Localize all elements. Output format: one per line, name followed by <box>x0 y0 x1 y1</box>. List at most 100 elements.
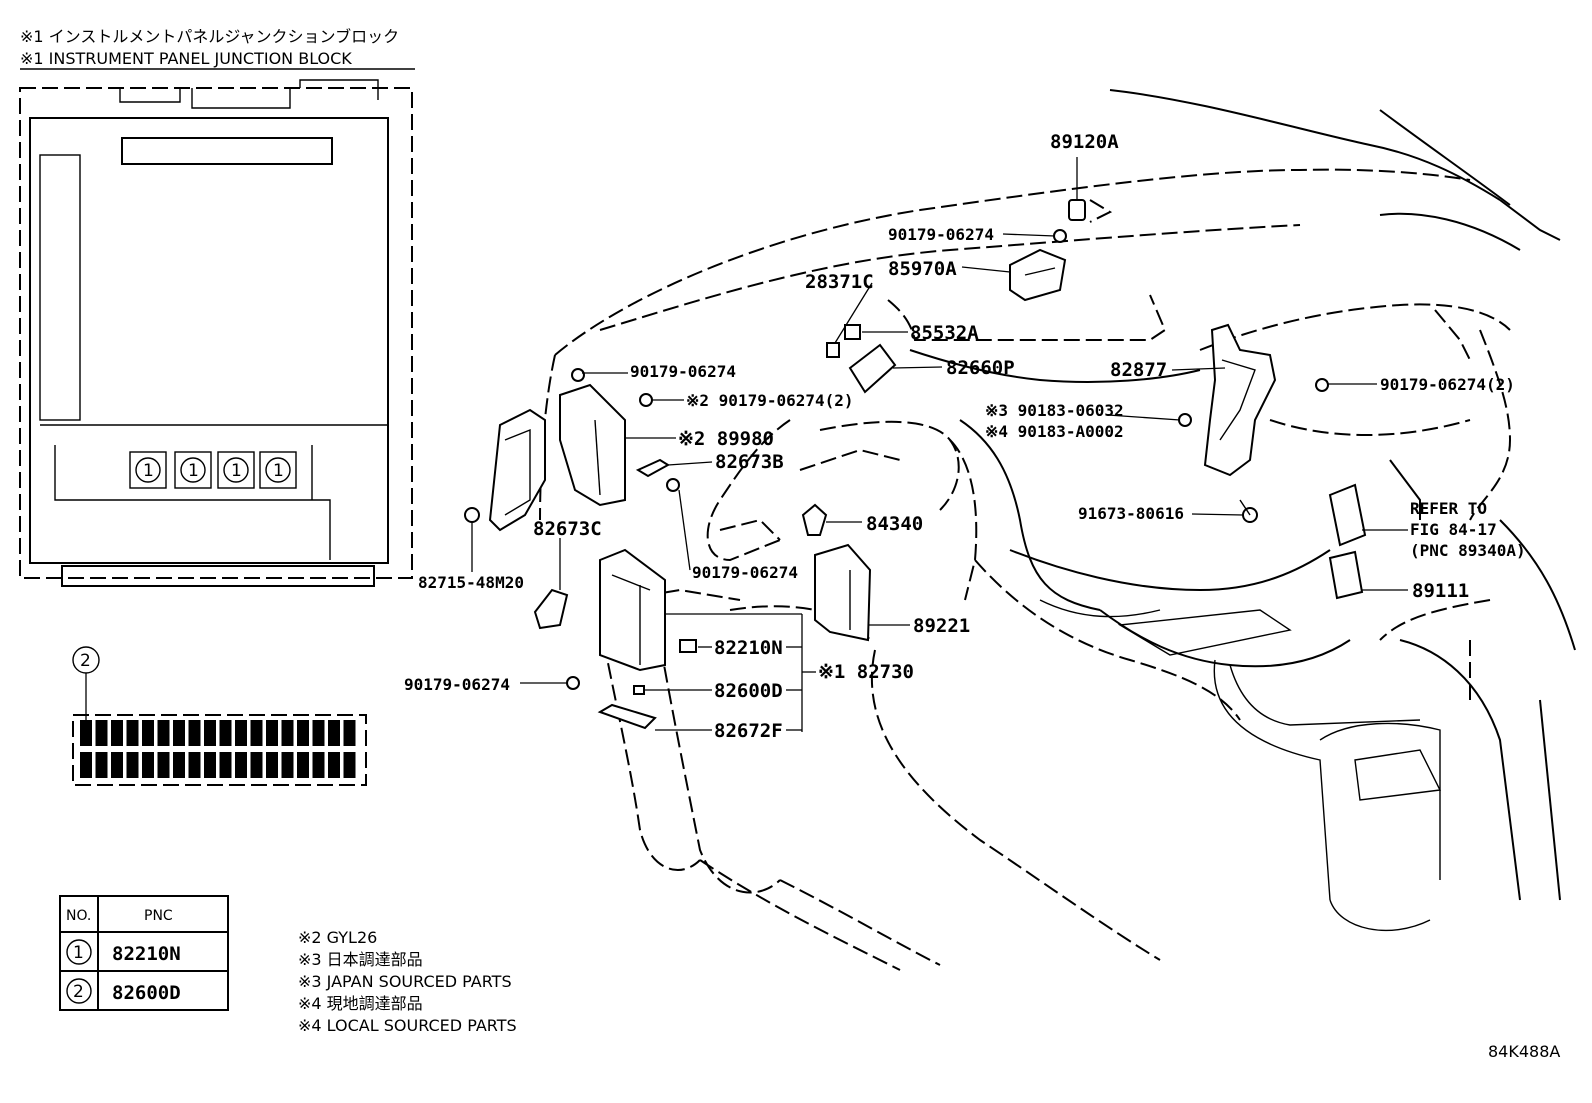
table-row-2-pnc: 82600D <box>112 982 181 1004</box>
part-82877-shape <box>1203 323 1277 477</box>
label-90179-left: 90179-06274 <box>630 362 736 381</box>
part-82673B-shape <box>635 458 670 478</box>
leader-lines <box>471 233 1408 732</box>
part-bolt-91673 <box>1239 499 1258 523</box>
fuse-slot <box>266 720 278 746</box>
label-82660P: 82660P <box>946 357 1015 379</box>
fuse-slot <box>250 752 263 778</box>
notes: ※2 GYL26 ※3 日本調達部品 ※3 JAPAN SOURCED PART… <box>298 928 517 1035</box>
label-89221: 89221 <box>913 615 970 637</box>
part-89111-shape <box>1328 550 1364 600</box>
figure-code: 84K488A <box>1488 1042 1560 1061</box>
fuse-slot <box>142 752 154 778</box>
callout-1c: 1 <box>231 461 242 481</box>
part-85532A-shape <box>844 324 861 340</box>
label-90179-mid: 90179-06274 <box>692 563 798 582</box>
label-89120A: 89120A <box>1050 131 1119 153</box>
callout-1a: 1 <box>143 461 154 481</box>
label-90179-bottom: 90179-06274 <box>404 675 510 694</box>
label-82877: 82877 <box>1110 359 1167 381</box>
part-89221-shape <box>814 543 872 642</box>
fuse-slot <box>312 720 325 746</box>
label-28371C: 28371C <box>805 271 874 293</box>
fuse-slot <box>188 720 201 746</box>
label-91673: 91673-80616 <box>1078 504 1184 523</box>
label-82715: 82715-48M20 <box>418 573 524 592</box>
label-82730: ※1 82730 <box>818 661 914 683</box>
table-header-no: NO. <box>66 908 91 924</box>
callout-1d: 1 <box>273 461 284 481</box>
part-82600D-shape <box>633 685 645 695</box>
part-82660P-shape <box>848 343 897 394</box>
note-2: ※3 日本調達部品 <box>298 950 423 969</box>
part-89980-duct <box>488 383 626 532</box>
fuse-slot <box>343 752 356 778</box>
label-90179-top: 90179-06274 <box>888 225 994 244</box>
label-refer-2: FIG 84-17 <box>1410 520 1497 539</box>
fuse-slot <box>235 720 247 746</box>
fuse-slot <box>328 720 340 746</box>
fuse-slot <box>80 720 92 746</box>
part-89120A-shape <box>1068 157 1086 221</box>
label-90179-right2: 90179-06274(2) <box>1380 375 1515 394</box>
label-89980: ※2 89980 <box>678 428 774 450</box>
fuse-slot <box>328 752 340 778</box>
table-row-1-no: 1 <box>73 943 84 963</box>
label-refer-3: (PNC 89340A) <box>1410 541 1526 560</box>
part-nut-top <box>1053 229 1067 243</box>
part-85970A-shape <box>1009 248 1067 302</box>
fuse-slot <box>173 752 185 778</box>
callout-1b: 1 <box>188 461 199 481</box>
label-refer-1: REFER TO <box>1410 499 1487 518</box>
part-82672F-shape <box>597 703 657 730</box>
fuse-slot <box>111 752 123 778</box>
dashboard-outline <box>539 89 1576 971</box>
label-84340: 84340 <box>866 513 923 535</box>
label-82672F: 82672F <box>714 720 783 742</box>
fuse-slot <box>126 752 139 778</box>
pnc-table: NO. PNC 1 82210N 2 82600D <box>59 895 229 1011</box>
part-82210N-shape <box>679 639 697 653</box>
fuse-slot <box>297 720 309 746</box>
part-82715-shape <box>464 507 480 523</box>
jp-title: ※1 インストルメントパネルジャンクションブロック <box>20 27 399 46</box>
fuse-slot <box>250 720 263 746</box>
part-nut-right <box>1315 378 1329 392</box>
fuse-slot <box>219 752 232 778</box>
table-row-1-pnc: 82210N <box>112 943 181 965</box>
fuse-slot <box>126 720 139 746</box>
label-90183-06032: ※3 90183-06032 <box>985 401 1124 420</box>
fuse-slot <box>312 752 325 778</box>
label-82600D: 82600D <box>714 680 783 702</box>
label-85532A: 85532A <box>910 322 979 344</box>
part-82730-junction-box <box>599 548 666 672</box>
part-82673C-shape <box>533 588 569 630</box>
table-header-pnc: PNC <box>144 908 173 924</box>
fuse-slot <box>188 752 201 778</box>
label-85970A: 85970A <box>888 258 957 280</box>
callout-2: 2 <box>80 651 91 671</box>
note-5: ※4 LOCAL SOURCED PARTS <box>298 1016 517 1035</box>
fuse-strip-drawing: 2 <box>72 646 367 786</box>
part-nut-left <box>566 368 680 690</box>
fuse-slot <box>80 752 92 778</box>
note-4: ※4 現地調達部品 <box>298 994 423 1013</box>
part-89340A-module <box>1328 483 1367 547</box>
fuse-slot <box>343 720 356 746</box>
fuse-slot <box>204 752 216 778</box>
label-89111: 89111 <box>1412 580 1469 602</box>
fuse-slot <box>204 720 216 746</box>
en-title: ※1 INSTRUMENT PANEL JUNCTION BLOCK <box>20 49 352 68</box>
fuse-slot <box>111 720 123 746</box>
fuse-slot <box>95 720 108 746</box>
fuse-slot <box>157 752 170 778</box>
fuse-slot <box>297 752 309 778</box>
fuse-slot <box>95 752 108 778</box>
table-row-2-no: 2 <box>73 982 84 1002</box>
fuse-slot <box>219 720 232 746</box>
fuse-slot <box>266 752 278 778</box>
note-1: ※2 GYL26 <box>298 928 377 947</box>
part-84340-shape <box>801 503 828 536</box>
fuse-slot <box>157 720 170 746</box>
